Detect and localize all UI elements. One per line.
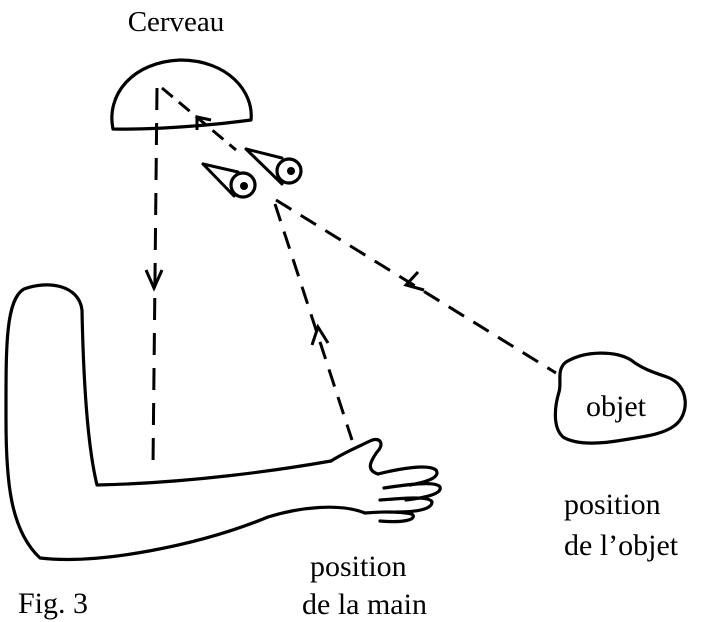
hand-position-label-line2: de la main <box>302 588 427 621</box>
motor-command-arrow <box>144 269 164 292</box>
object-position-label-line1: position <box>564 488 661 521</box>
object-label: objet <box>586 390 647 423</box>
hand-position-label-line1: position <box>310 550 407 583</box>
brain-eye-arrow <box>195 115 212 130</box>
object-sight-arrow <box>403 270 425 292</box>
object-sight-line <box>275 198 557 375</box>
object-position-label-line2: de l’objet <box>564 529 679 562</box>
figure-caption: Fig. 3 <box>18 587 88 620</box>
hand-sight-line <box>273 203 354 441</box>
eye-icon <box>201 162 257 199</box>
arm-hand-icon <box>4 283 442 561</box>
hand-sight-arrow <box>310 323 330 346</box>
object-blob-icon <box>553 351 687 445</box>
brain-label: Cerveau <box>128 6 225 38</box>
brain-eye-line <box>161 86 237 152</box>
brain-dome-icon <box>110 58 253 131</box>
motor-command-line <box>151 87 159 466</box>
eye-icon <box>244 147 303 186</box>
